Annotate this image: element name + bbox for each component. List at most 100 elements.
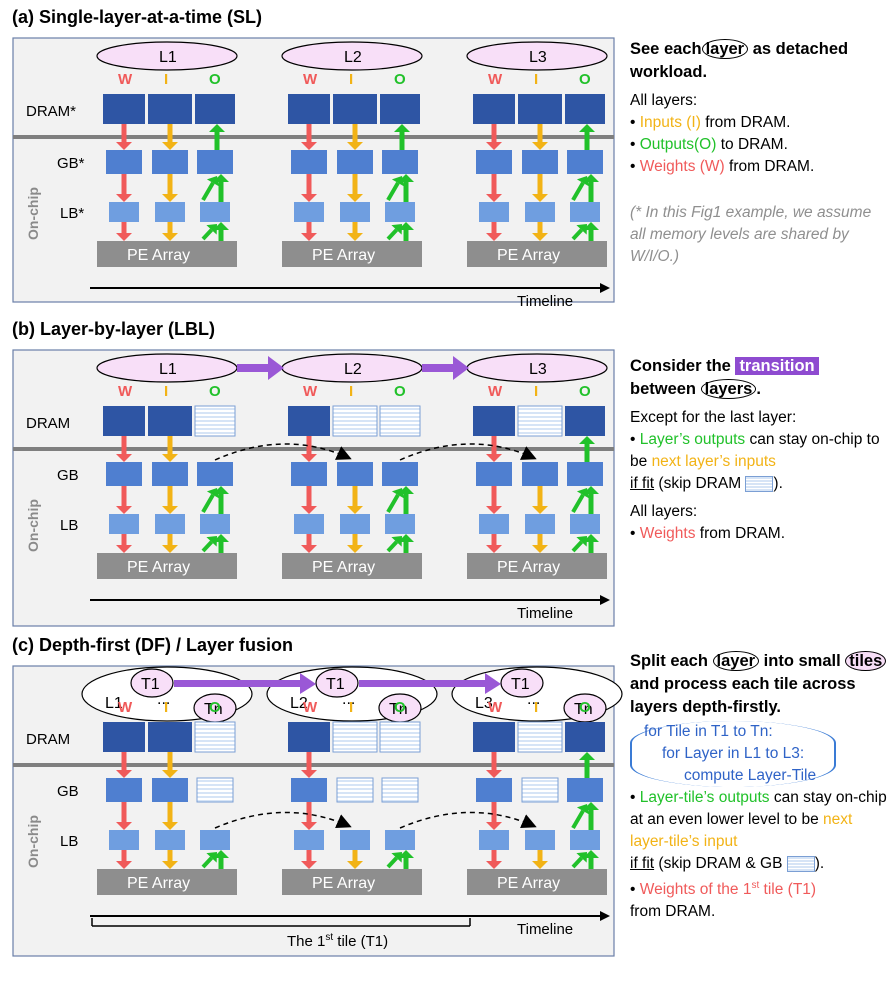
down-arrow-gb-lb-head <box>301 194 317 202</box>
up-arrow-gb-dram-head <box>579 124 595 132</box>
lb-block <box>200 830 230 850</box>
timeline-label: Timeline <box>517 921 573 938</box>
pe-array <box>97 553 237 579</box>
right-b-except: Except for the last layer: <box>630 409 797 426</box>
down-arrow-dram-gb-head <box>486 454 502 462</box>
dram-block <box>333 94 377 124</box>
dram-block-skipped <box>194 405 236 437</box>
down-arrow-lb-pe-head <box>347 233 363 241</box>
diag-arrow-out2-head <box>206 176 220 187</box>
up-arrow-pe-lb-head <box>583 222 599 230</box>
lb-block <box>200 514 230 534</box>
down-arrow-dram-gb-head <box>486 770 502 778</box>
right-b-p1-col: Layer’s outputs <box>639 431 746 448</box>
right-a-b3-rest: from DRAM. <box>724 158 815 175</box>
down-arrow-lb-pe-head <box>301 861 317 869</box>
tile-bracket <box>91 918 471 927</box>
down-arrow-gb-lb-head <box>162 194 178 202</box>
down-arrow-gb-lb-head <box>486 506 502 514</box>
dram-block <box>103 722 145 752</box>
pe-array-label: PE Array <box>127 559 190 576</box>
down-arrow-dram-gb-head <box>301 142 317 150</box>
down-arrow-gb-lb-head <box>116 194 132 202</box>
tile-caption: The 1st tile (T1) <box>287 932 388 950</box>
gb-block <box>291 778 327 802</box>
tile-tn-label: Tn <box>204 701 223 718</box>
layer-pill <box>281 41 423 71</box>
right-a-b3-col: Weights (W) <box>639 158 725 175</box>
transition-arrow-shaft <box>359 680 487 687</box>
wio-label: I <box>349 383 353 400</box>
dram-block <box>148 406 192 436</box>
layer-label: L1 <box>105 695 123 712</box>
ellipsis: ... <box>157 691 170 708</box>
up-arrow-gb-dram-head <box>579 436 595 444</box>
dram-block <box>473 94 515 124</box>
diag-arrow-out-head <box>576 536 587 547</box>
down-arrow-dram-gb-head <box>116 142 132 150</box>
lb-block <box>294 514 324 534</box>
right-a-h3: . <box>702 63 708 81</box>
down-arrow-gb-lb-head <box>162 822 178 830</box>
diag-arrow-out-head <box>391 852 402 863</box>
down-arrow-gb-lb-head <box>532 506 548 514</box>
down-arrow-gb-lb-head <box>486 194 502 202</box>
right-c-h1: Split each <box>630 652 713 670</box>
gb-block <box>522 462 558 486</box>
transition-arrow-head <box>453 356 469 380</box>
right-c-heading: Split each layer into small tiles and pr… <box>630 650 888 719</box>
ellipsis: ... <box>527 691 540 708</box>
right-b-p1-close: ). <box>773 475 783 492</box>
gb-block <box>567 150 603 174</box>
dram-separator <box>13 763 614 767</box>
transition-arrow-head <box>268 356 284 380</box>
wio-label: O <box>579 699 591 716</box>
gb-label: GB* <box>57 155 85 172</box>
right-c-weights: • Weights of the 1st tile (T1)from DRAM. <box>630 880 817 921</box>
gb-block-skipped <box>381 777 419 803</box>
right-text-b: Consider the transition between layers. … <box>630 355 888 545</box>
diag-arrow-out-shaft <box>386 856 399 869</box>
wio-label: O <box>394 699 406 716</box>
gb-block <box>476 150 512 174</box>
diag-arrow-out-head <box>206 536 217 547</box>
lb-block <box>340 202 370 222</box>
down-arrow-lb-pe-head <box>532 233 548 241</box>
down-arrow-gb-lb-head <box>347 506 363 514</box>
pe-array <box>282 553 422 579</box>
gb-block <box>291 462 327 486</box>
down-arrow-lb-pe-head <box>347 861 363 869</box>
right-c-para: • Layer-tile’s outputs can stay on-chip … <box>630 789 887 872</box>
tile-t1-pill <box>315 668 359 698</box>
right-a-b1-rest: from DRAM. <box>700 114 791 131</box>
gb-block-skipped <box>196 777 234 803</box>
pe-array <box>97 241 237 267</box>
layer-label: L2 <box>344 361 362 378</box>
dram-block <box>380 94 420 124</box>
right-b-all-layers: All layers: <box>630 503 698 520</box>
transition-arrow-shaft <box>422 364 455 372</box>
gb-block-skipped <box>521 777 559 803</box>
up-arrow-pe-lb-head <box>398 222 414 230</box>
gb-block <box>291 150 327 174</box>
dram-block <box>148 94 192 124</box>
wio-label: W <box>118 699 133 716</box>
dram-block <box>565 722 605 752</box>
diag-arrow-out2-shaft <box>386 493 400 514</box>
up-arrow-pe-lb-head <box>398 534 414 542</box>
lb-block <box>109 514 139 534</box>
dram-block <box>103 406 145 436</box>
right-b-if-fit: if fit <box>630 475 655 492</box>
gb-block <box>476 462 512 486</box>
right-b-transition-tag: transition <box>735 357 819 375</box>
gb-block <box>106 462 142 486</box>
wio-label: W <box>488 699 503 716</box>
down-arrow-dram-gb-head <box>162 142 178 150</box>
diag-arrow-out-shaft <box>386 540 399 553</box>
dram-block <box>518 94 562 124</box>
up-arrow-pe-lb-head <box>213 850 229 858</box>
right-a-b1-col: Inputs (I) <box>639 114 701 131</box>
down-arrow-gb-lb-head <box>116 506 132 514</box>
diag-arrow-out2-head <box>206 488 220 499</box>
